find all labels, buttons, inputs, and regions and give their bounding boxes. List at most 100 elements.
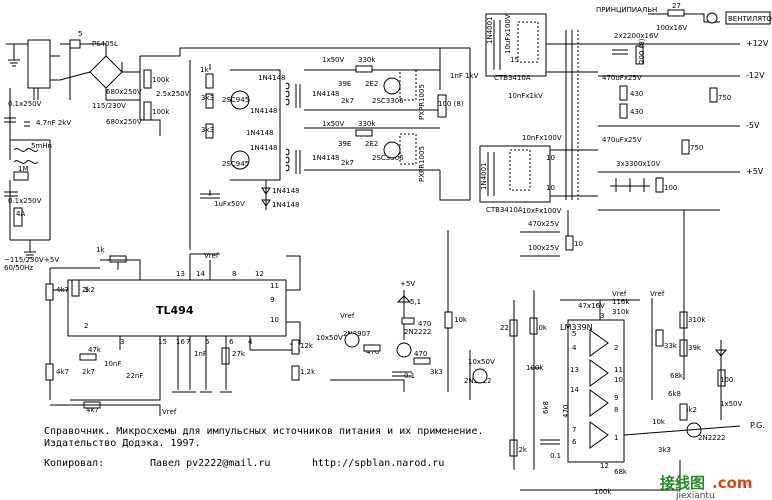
pin-label: 14 [196,270,205,278]
resistor-label: 10k [534,324,548,332]
resistor-label: 2E2 [365,80,378,88]
resistor-label: 39E [338,140,351,148]
cap-label: 680x250V [106,88,142,96]
diode-label: 1N4148 [272,187,300,195]
cap-label: 10uFx100V [504,14,512,54]
watermark-tld: .com [712,474,753,492]
zener-label: 5,1 [410,298,421,306]
cap-label: 10nFx100V [522,134,562,142]
pin-label: 16 [176,338,185,346]
resistor-label: 100 (8) [438,100,464,108]
cap-label: 100x25V [528,244,559,252]
resistor-label: 39k [688,344,702,352]
lm339-pin: 6 [572,438,577,446]
tl494-block: TL494 1 2 3 4 5 6 7 8 9 10 11 12 13 14 1… [44,246,301,416]
lm339-pin: 14 [570,386,579,394]
transformer-label: PXPR1005 [418,146,426,182]
cap-label: 10x50V [468,358,495,366]
pin-label: 1 [84,286,88,294]
lm339-pin: 3 [600,312,604,320]
vref-label: Vref [612,290,627,298]
resistor-label: 100k [152,76,170,84]
lm339-pin: 8 [614,406,618,414]
resistor-label: 1M [18,165,29,173]
reference-line: Справочник. Микросхемы для импульсных ис… [44,426,484,437]
output-12v: +12V [746,39,769,48]
resistor-label: 68k [614,468,628,476]
pin-label: 5 [205,338,209,346]
pin-label: 10 [270,316,279,324]
chip-label: CTB3410A [486,206,523,214]
transistor-label: 2SC945 [222,96,249,104]
resistor-label: 4k7 [86,406,99,414]
mains-input-section: 0.1x250V 4.7nF 2kV 5mHn 1M 0.1x250V 4A ~… [4,30,441,272]
resistor-label: 12k [300,342,314,350]
resistor-label: 470 [366,348,379,356]
lm339-pin: 7 [572,426,576,434]
resistor-label: 750 [718,94,731,102]
power-transformers: 1N4001 10uFx100V 15 CTB3410A 1N4001 CTB3… [479,13,598,215]
resistor-label: 470 [414,350,427,358]
rectifier-label: 1N4001 [486,16,494,44]
cap-label: 2.5x250V [156,90,190,98]
lm339-pin: 2 [614,344,618,352]
resistor-label: 3k3 [201,126,214,134]
cap-label: 10nF [104,360,121,368]
cap-label: 470uFx25V [602,74,642,82]
rectifier-label: 1N4001 [480,162,488,190]
lm339-pin: 4 [572,344,577,352]
pin-label: 3 [120,338,124,346]
resistor-label: 100k [594,488,612,496]
resistor-label: 27 [672,2,681,10]
resistor-label: 10k [652,418,666,426]
cap-label: 1nF 1kV [450,72,479,80]
pin-label: 7 [186,338,190,346]
cap-label: 0.1x250V [8,197,42,205]
cap-label: 680x250V [106,118,142,126]
output-rails: ПРИНЦИПИАЛЬН +12V -12V -5V +5V 2x2200x16… [520,2,772,257]
cap-label: 100x16V [656,24,687,32]
resistor-label: 470 [418,320,431,328]
resistor-label: 10 [546,184,555,192]
transistor-label: 2SC3306 [372,154,404,162]
cap-label: 470uFx25V [602,136,642,144]
cap-label: 1uFx50V [214,200,245,208]
resistor-label: 10 [574,240,583,248]
selector-label: 115/230V [92,102,126,110]
resistor-label: 68k [670,372,684,380]
resistor-label: 2k7 [341,97,354,105]
output-m5v: -5V [746,121,760,130]
cap-label: 1x50V [322,56,345,64]
pin-label: 11 [270,282,279,290]
cap-label: 0.1 [550,452,561,460]
cap-label: 10nFx1kV [508,92,543,100]
choke-label: 5mHn [31,142,52,150]
resistor-label: 310k [612,308,630,316]
resistor-label: 100k [526,364,544,372]
vref-label: Vref [162,408,177,416]
resistor-label: 1k [96,246,105,254]
resistor-label: 330k [358,56,376,64]
lm339-pin: 5 [572,330,576,338]
lm339-pin: 9 [614,394,618,402]
fuse-label: 5 [78,30,82,38]
diode-label: 1N4148 [250,107,278,115]
url-line: http://spblan.narod.ru [312,458,444,469]
resistor-label: 100 [664,184,677,192]
resistor-label: 6k8 [668,390,681,398]
lm339-pin: 12 [600,462,609,470]
fan-label: ВЕНТИЛЯТОР [728,15,772,23]
cap-label: 1nF [194,350,207,358]
mains-label: 60/50Hz [4,264,33,272]
output-pg: P.G. [750,421,765,430]
cap-label: 1x50V [322,120,345,128]
vref-label: Vref [340,312,355,320]
vplus-label: +5V [400,280,415,288]
resistor-label: 4k7 [56,368,69,376]
resistor-label: 2E2 [365,140,378,148]
resistor-label: 47k [88,346,102,354]
publisher-line: Издательство Додэка. 1997. [44,438,201,449]
lm339-pin: 11 [614,366,623,374]
pin-label: 9 [270,296,274,304]
